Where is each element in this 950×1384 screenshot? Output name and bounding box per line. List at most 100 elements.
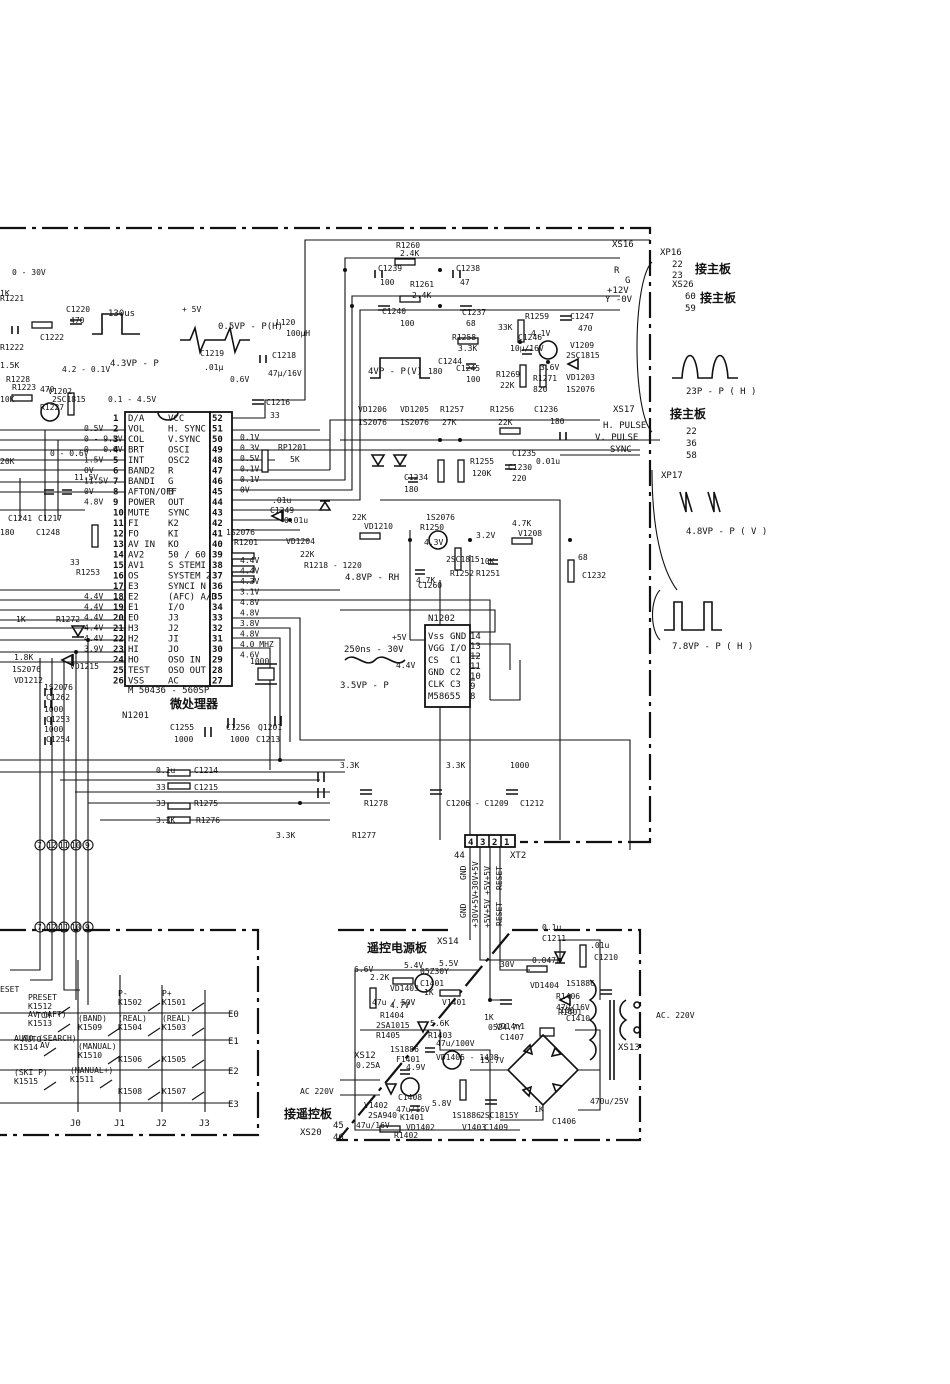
main-board-label-2: 接主板 [700,290,737,305]
mcu-pin-number: 29 [212,656,223,666]
component-label: V1208 [518,529,542,538]
component-label: R1256 [490,405,514,414]
circled-marker-number: 7 [37,923,42,932]
xs17-sig-v: V. PULSE [595,433,638,443]
xt2-sig-gnd: GND [459,865,468,880]
component-label: R1201 [234,538,258,547]
voltage-label: 30V [500,960,515,969]
eeprom-pin-name: C1 [450,656,461,666]
voltage-label: 4.2 - 0.1V [62,365,110,374]
mcu-pin-name: BRT [128,446,145,456]
component-label: C1246 [518,333,542,342]
key-switches [43,1002,205,1101]
component-label: C1255 [170,723,194,732]
mcu-pin-name: SYNCI N [168,582,206,592]
component-label: 0.1u [542,923,561,932]
mcu-left-voltage: 0 - 9.5V [84,435,123,444]
key-label: AV (AFT) [28,1010,67,1019]
mcu-right-voltage: 0V [240,486,250,495]
mcu-pin-name: VCC [168,414,184,424]
component-labels: R12602.4KC1239100C123847R12612.4KC124010… [0,0,629,1140]
mcu-right-voltage: 0.1V [240,465,259,474]
voltage-label: 4.9V [406,1063,425,1072]
mcu-pin-name: V.SYNC [168,435,201,445]
key-switch-contact [191,1091,205,1101]
component-label: 470 [40,385,55,394]
component-label: C1244 [438,357,462,366]
mcu-pin-name: SYNC [168,509,190,519]
key-label: (BAND) [78,1014,107,1023]
key-ref: K1512 [28,1002,52,1011]
component-label: 1S2076 [400,418,429,427]
mcu-right-voltage: 0.1V [240,475,259,484]
component-label: 470 [70,316,85,325]
component-label: C1241 [8,514,32,523]
key-switch-contact [107,1055,121,1065]
mcu-pin-number: 33 [212,614,223,624]
mcu-pin-name: G [168,477,173,487]
component-label: C1237 [462,308,486,317]
mcu-pin-name: E1 [128,603,139,613]
component-label: 100 [466,375,481,384]
circled-marker-number: 11 [59,841,69,850]
component-label: R1251 [476,569,500,578]
mcu-pin-name: D/A [128,414,145,424]
mcu-right-voltage: 4.8V [240,598,259,607]
eeprom-pin-name: VGG [428,644,444,654]
mcu-left-voltage: 0V [84,487,94,496]
mcu-pin-number: 20 [113,614,124,624]
mcu-pin-number: 30 [212,645,223,655]
mcu-left-voltage: 0V [84,466,94,475]
xs16-sig-r: R [614,266,620,276]
component-label: R1223 [12,383,36,392]
mcu-pin-number: 38 [212,561,223,571]
voltage-label: 0 - 30V [12,268,46,277]
voltage-label: 4.1V [531,329,550,338]
component-label: C1213 [256,735,280,744]
xs26-label: XS26 [672,280,694,290]
mcu-pin-name: BAND2 [128,467,155,477]
eeprom-pin-number: 13 [470,642,481,652]
mcu-pin-name: HI [128,645,139,655]
eeprom-pins: VssVGGCSGNDCLKM58655GNDI/OC1C2C314131211… [428,632,481,702]
circled-marker-number: 10 [71,841,81,850]
xs17-label: XS17 [613,405,635,415]
keyboard-col-label: J0 [70,1119,81,1129]
mcu-right-voltage: 3.8V [240,619,259,628]
component-label: 0.01u [536,457,560,466]
mcu-left-voltage: 4.8V [84,498,103,507]
mcu-pin-number: 46 [212,477,223,487]
crystal-q1201 [255,663,277,685]
xs16-sig-g: G [625,276,630,286]
voltage-label: + 5V [182,305,201,314]
mcu-pin-name: FI [128,519,139,529]
circled-marker-number: 7 [37,841,42,850]
mcu-pin-number: 37 [212,572,223,582]
component-label: C1410 [566,1014,590,1023]
mcu-left-voltage: 11.5V [84,477,108,486]
component-label: K1401 [400,1113,424,1122]
mcu-pin-number: 16 [113,572,124,582]
component-label: C1253 [46,715,70,724]
keyboard-col-label: J2 [156,1119,167,1129]
key-ref: K1506 [118,1055,142,1064]
component-label: 0.1u [156,766,175,775]
xs14-sig-30v: +30V+5V [471,894,480,928]
eeprom-pin-name: C3 [450,680,461,690]
key-ref: K1507 [162,1087,186,1096]
key-switch-contact [147,1027,161,1037]
keyboard-row-label: E2 [228,1067,239,1077]
mcu-pin-number: 42 [212,519,223,529]
component-label: C1248 [36,528,60,537]
mcu-pin-name: TEST [128,666,150,676]
remote-power-board-label: 遥控电源板 [367,940,428,955]
eeprom-ref: N1202 [428,614,455,624]
waveform-4-8vpp-label: 4.8VP - P ( V ) [686,527,767,537]
component-label: 2SA1015 [376,1021,410,1030]
component-label: VD1405 - 1408 [436,1053,499,1062]
mcu-pin-name: EO [128,614,139,624]
mcu-pin-name: JI [168,635,179,645]
